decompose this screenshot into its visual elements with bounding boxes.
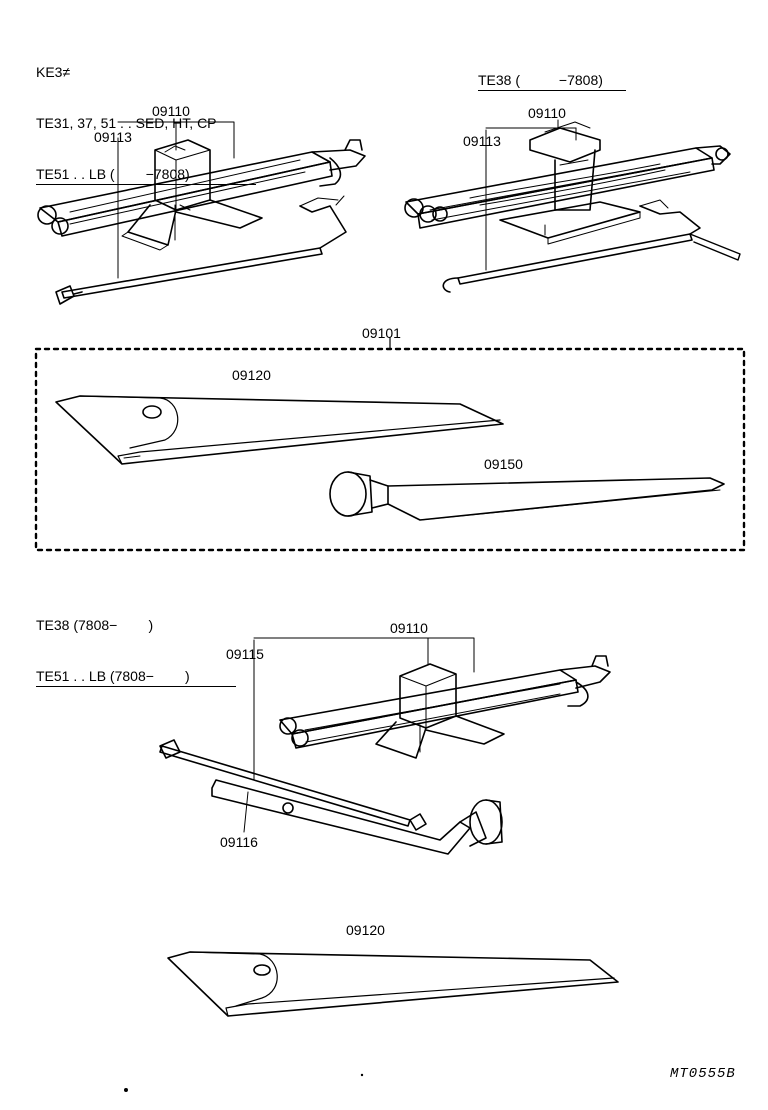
handle-a-illustration: [56, 196, 346, 304]
part-label-c-bag: 09120: [346, 922, 385, 938]
section-a-line-2: TE31, 37, 51 . . SED, HT, CP: [36, 115, 217, 131]
part-label-c-jack: 09110: [390, 620, 428, 636]
jack-c-illustration: [280, 656, 610, 758]
section-b-header: TE38 ( −7808): [478, 72, 626, 91]
section-a-header: KE3≠ TE31, 37, 51 . . SED, HT, CP TE51 .…: [36, 30, 256, 219]
section-c-line-1: TE38 (7808− ): [36, 617, 154, 633]
section-a-line-3: TE51 . . LB ( −7808): [36, 166, 256, 185]
jack-b-illustration: [405, 122, 730, 244]
bag-c-illustration: [168, 952, 618, 1016]
part-label-c-wrench: 09116: [220, 834, 258, 850]
illustration-code: MT0555B: [670, 1066, 736, 1082]
part-label-kit: 09101: [362, 325, 401, 341]
handle-b-illustration: [443, 200, 740, 292]
stray-dot: [360, 1073, 364, 1077]
wrench-kit-illustration: [330, 472, 724, 520]
section-c-line-2: TE51 . . LB (7808− ): [36, 668, 236, 687]
part-label-a-jack: 09110: [152, 103, 190, 119]
part-label-b-jack: 09110: [528, 105, 566, 121]
section-a-line-1: KE3≠: [36, 64, 71, 80]
handle-c-illustration: [160, 740, 426, 830]
part-label-b-handle: 09113: [463, 133, 501, 149]
bag-kit-illustration: [56, 396, 503, 464]
part-label-kit-wrench: 09150: [484, 456, 523, 472]
part-label-a-handle: 09113: [94, 129, 132, 145]
part-label-kit-bag: 09120: [232, 367, 271, 383]
leader-lines: [118, 120, 576, 832]
kit-box: [36, 338, 744, 550]
stray-dot: [124, 1088, 128, 1092]
section-c-header: TE38 (7808− ) TE51 . . LB (7808− ): [36, 583, 236, 721]
part-label-c-handle: 09115: [226, 646, 264, 662]
jack-a-illustration: [38, 140, 365, 250]
wrench-c-illustration: [212, 780, 502, 854]
